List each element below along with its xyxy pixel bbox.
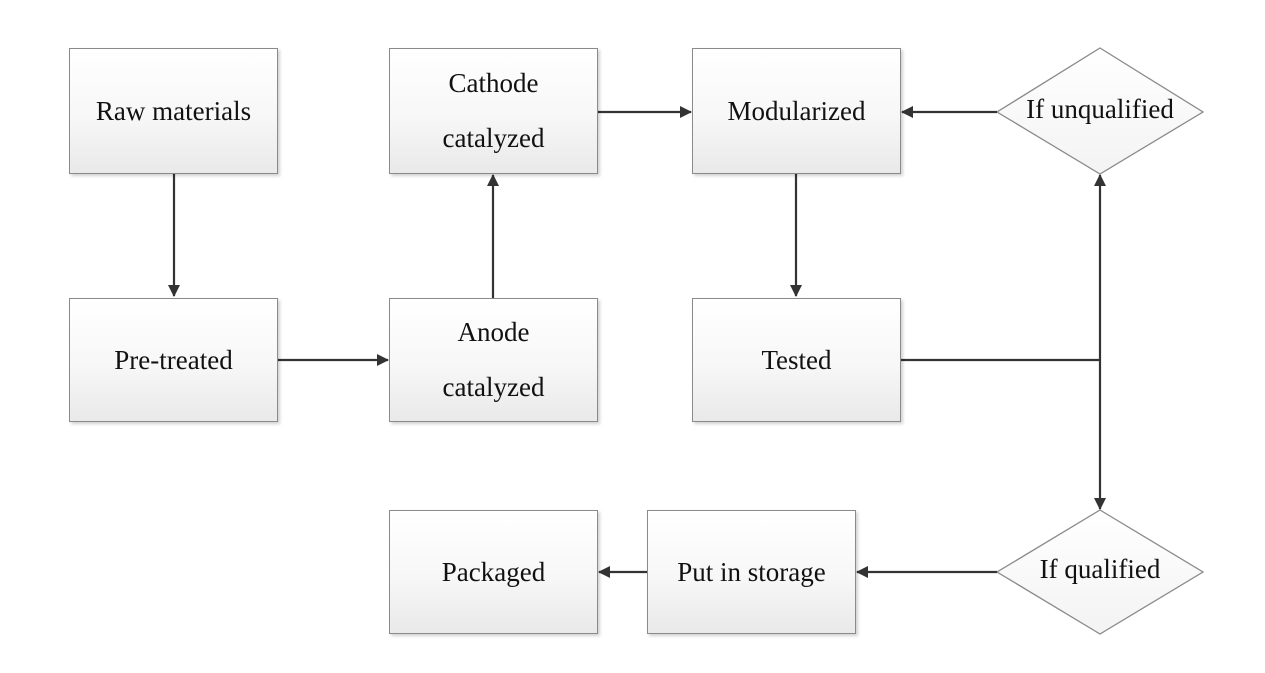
- if-qualified-label: If qualified: [1039, 554, 1161, 584]
- modularized-label: Modularized: [727, 95, 866, 126]
- packaged-label: Packaged: [441, 556, 546, 587]
- put-in-storage-label: Put in storage: [677, 556, 826, 587]
- tested-box: Tested: [692, 298, 901, 422]
- cathode-catalyzed-label-line2: catalyzed: [442, 123, 545, 153]
- tested-label: Tested: [761, 344, 832, 375]
- cathode-catalyzed-label-line1: Cathode: [448, 68, 539, 98]
- pre-treated-label: Pre-treated: [114, 344, 233, 375]
- anode-catalyzed-box: Anode catalyzed: [389, 298, 598, 422]
- put-in-storage-box: Put in storage: [647, 510, 856, 634]
- modularized-box: Modularized: [692, 48, 901, 174]
- pre-treated-box: Pre-treated: [69, 298, 278, 422]
- if-qualified-diamond: [995, 509, 1205, 635]
- cathode-catalyzed-box: Cathode catalyzed: [389, 48, 598, 174]
- packaged-box: Packaged: [389, 510, 598, 634]
- if-unqualified-label: If unqualified: [1026, 94, 1174, 124]
- raw-materials-box: Raw materials: [69, 48, 278, 174]
- anode-catalyzed-label-line2: catalyzed: [442, 372, 545, 402]
- raw-materials-label: Raw materials: [95, 95, 252, 126]
- anode-catalyzed-label-line1: Anode: [457, 317, 530, 347]
